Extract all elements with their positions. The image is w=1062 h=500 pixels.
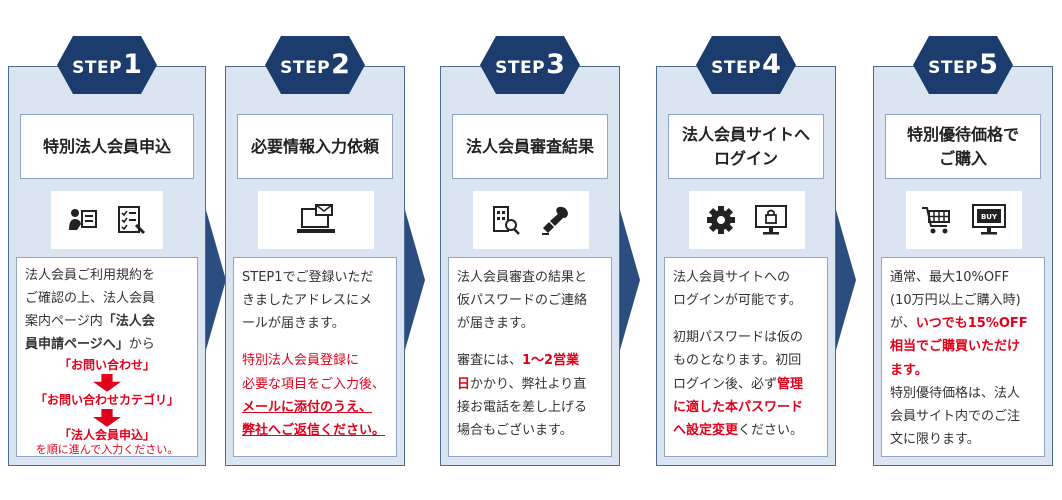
- step-2-icons: [258, 191, 374, 249]
- flow-down-arrow-2: [93, 408, 121, 427]
- step-4-icons: [689, 191, 805, 249]
- building-search-icon: [493, 206, 520, 235]
- step-2-title: 必要情報入力依頼: [237, 114, 393, 179]
- monitor-lock-icon: [755, 205, 787, 235]
- step-3-title: 法人会員審査結果: [452, 114, 608, 179]
- step-1-icons: [51, 191, 163, 249]
- flow-down-arrow-1: [93, 373, 121, 392]
- step-arrow-4: [836, 210, 856, 350]
- person-form-icon: [69, 209, 97, 230]
- step-4-description: 法人会員サイトへの ログインが可能です。 初期パスワードは仮の ものとなります。…: [664, 257, 828, 457]
- checklist-icon: [118, 206, 146, 235]
- step-4-title: 法人会員サイトへログイン: [668, 114, 824, 179]
- step-1-description: 法人会員ご利用規約を ご確認の上、法人会員 案内ページ内「法人会 員申請ページへ…: [16, 257, 198, 457]
- step-arrow-1: [206, 210, 226, 350]
- stamp-icon: [542, 206, 568, 235]
- step-2-description: STEP1でご登録いただ きましたアドレスにメ ールが届きます。 特別法人会員登…: [233, 257, 397, 457]
- step-5-description: 通常、最大10%OFF (10万円以上ご購入時) が、いつでも15%OFF 相当…: [881, 257, 1045, 457]
- step-5-title: 特別優待価格でご購入: [885, 114, 1041, 179]
- step-1-title: 特別法人会員申込: [20, 114, 194, 179]
- laptop-email-icon: [297, 204, 335, 233]
- step-3-description: 法人会員審査の結果と 仮パスワードのご連絡 が届きます。 審査には、1～2営業 …: [448, 257, 612, 457]
- step-3-icons: [473, 191, 589, 249]
- monitor-buy-icon: BUY: [972, 204, 1006, 235]
- gear-icon: [707, 206, 735, 234]
- step-arrow-3: [620, 210, 640, 350]
- svg-text:BUY: BUY: [981, 213, 998, 221]
- shopping-cart-icon: [922, 207, 950, 234]
- step-arrow-2: [405, 210, 425, 350]
- step-5-icons: BUY: [906, 191, 1022, 249]
